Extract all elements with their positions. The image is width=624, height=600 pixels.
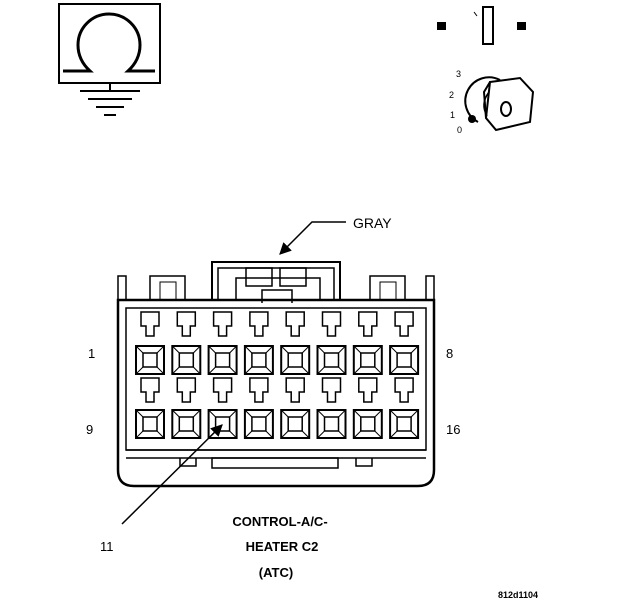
cavity-pin-14 xyxy=(316,377,347,439)
connector-name: CONTROL-A/C- HEATER C2 (ATC) xyxy=(232,514,327,580)
cavity-pin-5 xyxy=(280,311,311,375)
cavity-pin-7 xyxy=(352,311,383,375)
cavity-pin-4 xyxy=(243,311,274,375)
pin-label-8: 8 xyxy=(446,346,453,361)
cavity-pin-6 xyxy=(316,311,347,375)
ignition-switch-icon: 3 2 1 0 xyxy=(449,69,535,135)
cavity-pin-15 xyxy=(352,377,383,439)
ground-symbol-icon xyxy=(58,3,161,116)
pin-label-9: 9 xyxy=(86,422,93,437)
cavity-pin-13 xyxy=(280,377,311,439)
connector-housing xyxy=(116,261,436,488)
cavity-pin-16 xyxy=(389,377,420,439)
cavity-pin-11 xyxy=(207,377,238,439)
connector-name-line-1: CONTROL-A/C- xyxy=(232,514,327,529)
pin-label-16: 16 xyxy=(446,422,460,437)
switch-position-3: 3 xyxy=(456,69,461,79)
pin-label-1: 1 xyxy=(88,346,95,361)
cavity-pin-9 xyxy=(135,377,165,439)
pin-callout: 11 xyxy=(100,424,223,554)
connector-color-label: GRAY xyxy=(353,215,392,231)
figure-id: 812d1104 xyxy=(498,590,538,600)
connector-cavities xyxy=(135,311,420,439)
cavity-pin-2 xyxy=(171,311,202,375)
cavity-pin-1 xyxy=(135,311,165,375)
cavity-pin-8 xyxy=(389,311,420,375)
callout-pin-number: 11 xyxy=(100,539,114,554)
connector-name-line-2: HEATER C2 xyxy=(246,539,319,554)
cavity-pin-12 xyxy=(243,377,274,439)
connector-name-line-3: (ATC) xyxy=(259,565,293,580)
switch-position-0: 0 xyxy=(457,125,462,135)
switch-position-1: 1 xyxy=(450,110,455,120)
cavity-pin-3 xyxy=(207,311,238,375)
cavity-pin-10 xyxy=(171,377,202,439)
color-callout: GRAY xyxy=(279,215,392,255)
ignition-run-indicator-icon xyxy=(437,6,526,45)
switch-position-2: 2 xyxy=(449,90,454,100)
